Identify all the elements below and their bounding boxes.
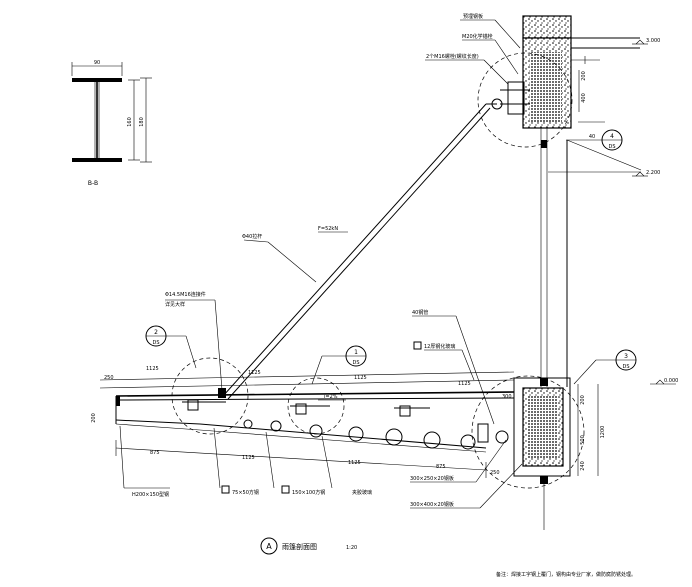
- dim-400: 400: [581, 93, 587, 103]
- ibeam-section: 90 160 180 B-B: [71, 60, 152, 187]
- ibeam-side-dim-a: 160: [127, 117, 133, 127]
- upper-dim-chain: 250 1125 1125 1125 1125 300 200: [91, 366, 515, 423]
- detail-circle-1: [287, 377, 345, 435]
- dim-250-top: 250: [104, 375, 114, 381]
- detail-circle-3: [471, 375, 585, 489]
- ibeam-section-label: B-B: [88, 180, 98, 187]
- level-2: 2.200: [646, 170, 660, 176]
- label-force: F=52kN: [318, 226, 338, 232]
- label-connector: Φ14.5M16连接件: [165, 291, 206, 298]
- section-title: 雨篷剖面图: [282, 542, 317, 551]
- tie-rod: Φ40拉杆 F=52kN: [222, 103, 491, 400]
- callout-1: 1 DS: [311, 345, 367, 385]
- section-mark: A: [266, 542, 272, 551]
- label-bottom-plate-2: 300×400×20钢板: [410, 501, 454, 508]
- callout-2-sheet: DS: [152, 340, 159, 346]
- dim-875-b: 875: [436, 464, 446, 470]
- label-slope: i=2%: [324, 394, 338, 400]
- label-bolt-note: 2个M16螺栓(螺纹长度): [426, 53, 479, 60]
- dim-1200: 1200: [600, 426, 606, 439]
- dim-1125-a: 1125: [146, 366, 159, 372]
- level-1: 3.000: [646, 38, 660, 44]
- callout-2-num: 2: [154, 329, 158, 336]
- callout-3-sheet: DS: [622, 364, 629, 370]
- lower-dim-chain: 875 1125 1125 875 250: [115, 440, 500, 478]
- dim-1125-b: 1125: [248, 370, 261, 376]
- level-3: 0.000: [664, 378, 678, 384]
- dim-40-top: 40: [589, 134, 595, 140]
- dim-1125-e: 1125: [242, 455, 255, 461]
- dim-200-c: 200: [580, 395, 586, 405]
- callout-3: 3 DS: [573, 349, 637, 385]
- section-scale: 1:20: [346, 545, 357, 551]
- canopy-beam: [99, 379, 515, 453]
- label-glass-flag: 12厚钢化玻璃: [424, 343, 455, 350]
- callout-1-sheet: DS: [352, 360, 359, 366]
- dim-500: 500: [580, 435, 586, 445]
- top-anchor-detail: 预埋钢板 M20化学锚栓 2个M16螺栓(螺纹长度) 400 200: [425, 13, 605, 148]
- callout-4-num: 4: [610, 133, 614, 140]
- label-glass: 夹胶玻璃: [352, 489, 372, 496]
- level-marks: 3.000 2.200 0.000: [632, 38, 678, 385]
- label-tube-2: 150×100方钢: [292, 489, 325, 496]
- dim-1125-d: 1125: [458, 381, 471, 387]
- callout-1-num: 1: [354, 349, 358, 356]
- label-beam-tag: 40钢管: [412, 309, 428, 316]
- callout-4: 4 DS 40: [566, 129, 623, 151]
- dim-200: 200: [581, 71, 587, 81]
- label-steel-plate-top: 预埋钢板: [463, 13, 483, 20]
- dim-1125-c: 1125: [354, 375, 367, 381]
- concrete-wall: [513, 15, 642, 530]
- dim-250-bottom: 250: [490, 470, 500, 476]
- dim-240: 240: [580, 461, 586, 471]
- label-connector-2: 详见大样: [165, 301, 185, 308]
- dim-200-side: 200: [91, 413, 97, 423]
- callout-4-sheet: DS: [608, 144, 615, 150]
- section-title-block: A 雨篷剖面图 1:20: [260, 537, 357, 555]
- ibeam-side-dim-b: 180: [139, 117, 145, 127]
- label-tube-1: 75×50方钢: [232, 489, 259, 496]
- callout-2: 2 DS: [145, 325, 197, 369]
- callout-3-num: 3: [624, 353, 628, 360]
- detail-circle-2: [171, 357, 249, 435]
- label-tie-rod: Φ40拉杆: [242, 233, 262, 240]
- bottom-labels: H200×150型钢 75×50方钢 150×100方钢 夹胶玻璃 300×25…: [119, 425, 523, 509]
- dim-300-top: 300: [502, 394, 512, 400]
- footnote: 备注：焊接工字钢上覆门，钢构由专业厂家，做防腐防锈处理。: [496, 571, 636, 578]
- ibeam-top-dim: 90: [94, 60, 100, 66]
- beam-top-labels: Φ14.5M16连接件 详见大样 40钢管 12厚钢化玻璃 i=2%: [165, 291, 495, 425]
- label-h-beam: H200×150型钢: [132, 491, 169, 498]
- label-anchor-bolt: M20化学锚栓: [462, 33, 493, 40]
- lower-block-dims: 200 500 240 1200: [577, 384, 606, 476]
- label-bottom-plate-1: 300×250×20钢板: [410, 475, 454, 482]
- dim-1125-f: 1125: [348, 460, 361, 466]
- dim-875-a: 875: [150, 450, 160, 456]
